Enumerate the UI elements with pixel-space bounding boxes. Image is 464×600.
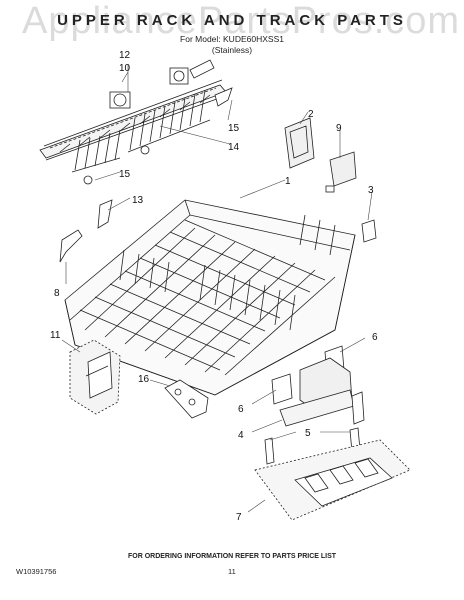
callout-6-right: 6 bbox=[372, 332, 378, 343]
callout-13: 13 bbox=[132, 195, 144, 206]
callout-1: 1 bbox=[285, 176, 291, 187]
bottom-left-parts bbox=[69, 339, 209, 419]
document-number: W10391756 bbox=[16, 567, 57, 576]
fold-down-tines bbox=[71, 87, 233, 185]
ordering-info: FOR ORDERING INFORMATION REFER TO PARTS … bbox=[127, 553, 337, 560]
diagram-title: UPPER RACK AND TRACK PARTS bbox=[57, 12, 407, 29]
callout-6-left: 6 bbox=[238, 404, 244, 415]
tine-clips bbox=[59, 199, 113, 263]
rack-track-assembly bbox=[39, 59, 229, 161]
callout-15-top: 15 bbox=[228, 123, 240, 134]
callout-2: 2 bbox=[308, 109, 314, 120]
callout-7: 7 bbox=[236, 512, 242, 523]
callout-labels: 12 10 15 14 15 13 8 2 9 1 3 11 16 6 6 4 … bbox=[50, 50, 378, 523]
callout-10: 10 bbox=[119, 63, 131, 74]
model-line: For Model: KUDE60HXSS1 bbox=[180, 34, 284, 44]
upper-rack-basket bbox=[64, 199, 356, 396]
callout-15-bottom: 15 bbox=[119, 169, 131, 180]
callout-5: 5 bbox=[305, 428, 311, 439]
callout-3: 3 bbox=[368, 185, 374, 196]
model-info: For Model: KUDE60HXSS1 (Stainless) bbox=[0, 34, 464, 56]
callout-8: 8 bbox=[54, 288, 60, 299]
page-number: 11 bbox=[228, 567, 236, 576]
callout-9: 9 bbox=[336, 123, 342, 134]
callout-16: 16 bbox=[138, 374, 150, 385]
watermark: AppliancePartsPros.com bbox=[22, 0, 461, 42]
callout-4: 4 bbox=[238, 430, 244, 441]
callout-12: 12 bbox=[119, 50, 131, 61]
bottom-right-parts bbox=[254, 345, 411, 521]
finish-line: (Stainless) bbox=[211, 45, 253, 55]
right-side-parts bbox=[284, 117, 377, 243]
callout-11: 11 bbox=[50, 330, 61, 341]
callout-14: 14 bbox=[228, 142, 240, 153]
